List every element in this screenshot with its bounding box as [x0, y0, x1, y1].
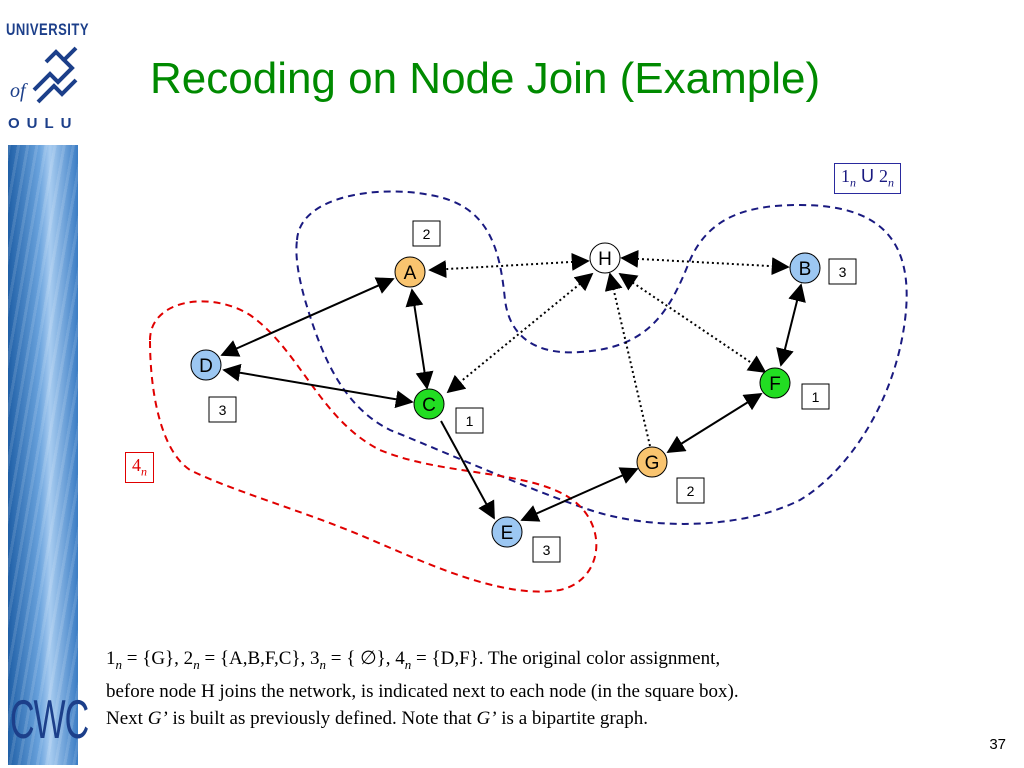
svg-text:1: 1	[812, 389, 820, 405]
svg-text:1: 1	[466, 413, 474, 429]
node-a-label: A	[404, 263, 417, 284]
node-g-label: G	[645, 453, 660, 474]
edge-h-f	[618, 272, 767, 374]
edge-a-d	[220, 277, 395, 357]
slide-title: Recoding on Node Join (Example)	[150, 54, 821, 103]
box-e: 3	[532, 536, 561, 563]
sidebar-gradient	[8, 145, 78, 765]
logo-emblem-icon	[32, 46, 78, 104]
cwc-label: CWC	[10, 690, 89, 751]
node-d: D	[190, 349, 222, 381]
graph-diagram: A H B D C F G E 2 3 3 1	[148, 190, 908, 593]
svg-text:3: 3	[543, 542, 551, 558]
cluster-4n-outline	[148, 300, 598, 593]
edge-c-e	[440, 420, 495, 520]
node-c-label: C	[422, 395, 436, 416]
node-e-label: E	[501, 523, 514, 544]
logo-university-text: UNIVERSITY	[6, 20, 90, 39]
slide-caption: 1n = {G}, 2n = {A,B,F,C}, 3n = { ∅}, 4n …	[106, 645, 986, 732]
node-g: G	[636, 446, 668, 478]
page-number: 37	[989, 736, 1006, 753]
edge-g-h	[604, 272, 651, 447]
box-d: 3	[208, 396, 237, 423]
legend-4n: 4n	[125, 452, 154, 483]
box-f: 1	[801, 383, 830, 410]
caption-line-2: before node H joins the network, is indi…	[106, 680, 739, 702]
legend-1n-union-2n: 1n U 2n	[834, 163, 902, 194]
node-f: F	[759, 367, 791, 399]
edge-f-g	[666, 393, 763, 453]
university-logo: UNIVERSITY of OULU	[6, 20, 89, 135]
node-f-label: F	[769, 374, 781, 395]
caption-line-3: Next G’ is built as previously defined. …	[106, 707, 648, 729]
edge-h-c	[446, 272, 594, 394]
edge-b-f	[776, 283, 806, 367]
box-b: 3	[828, 258, 857, 285]
edge-a-c	[405, 288, 434, 390]
logo-oulu-text: OULU	[8, 115, 79, 132]
svg-text:3: 3	[219, 402, 227, 418]
node-e: E	[491, 516, 523, 548]
node-b: B	[789, 252, 821, 284]
node-h: H	[589, 242, 621, 274]
svg-text:3: 3	[839, 264, 847, 280]
svg-text:2: 2	[423, 226, 431, 242]
node-d-label: D	[199, 356, 213, 377]
edge-d-c	[222, 363, 414, 409]
edge-h-a	[428, 252, 590, 279]
svg-text:2: 2	[687, 483, 695, 499]
node-a: A	[394, 256, 426, 288]
node-h-label: H	[598, 249, 612, 270]
box-c: 1	[455, 407, 484, 434]
node-b-label: B	[799, 259, 812, 280]
caption-line-1: 1n = {G}, 2n = {A,B,F,C}, 3n = { ∅}, 4n …	[106, 648, 721, 672]
cluster-1n-2n-outline	[295, 190, 908, 525]
edge-h-b	[620, 249, 790, 276]
empty-set-symbol: ∅	[360, 648, 377, 669]
edge-g-e	[520, 467, 639, 522]
box-a: 2	[412, 220, 441, 247]
box-g: 2	[676, 477, 705, 504]
node-c: C	[413, 388, 445, 420]
logo-of-text: of	[10, 80, 26, 102]
